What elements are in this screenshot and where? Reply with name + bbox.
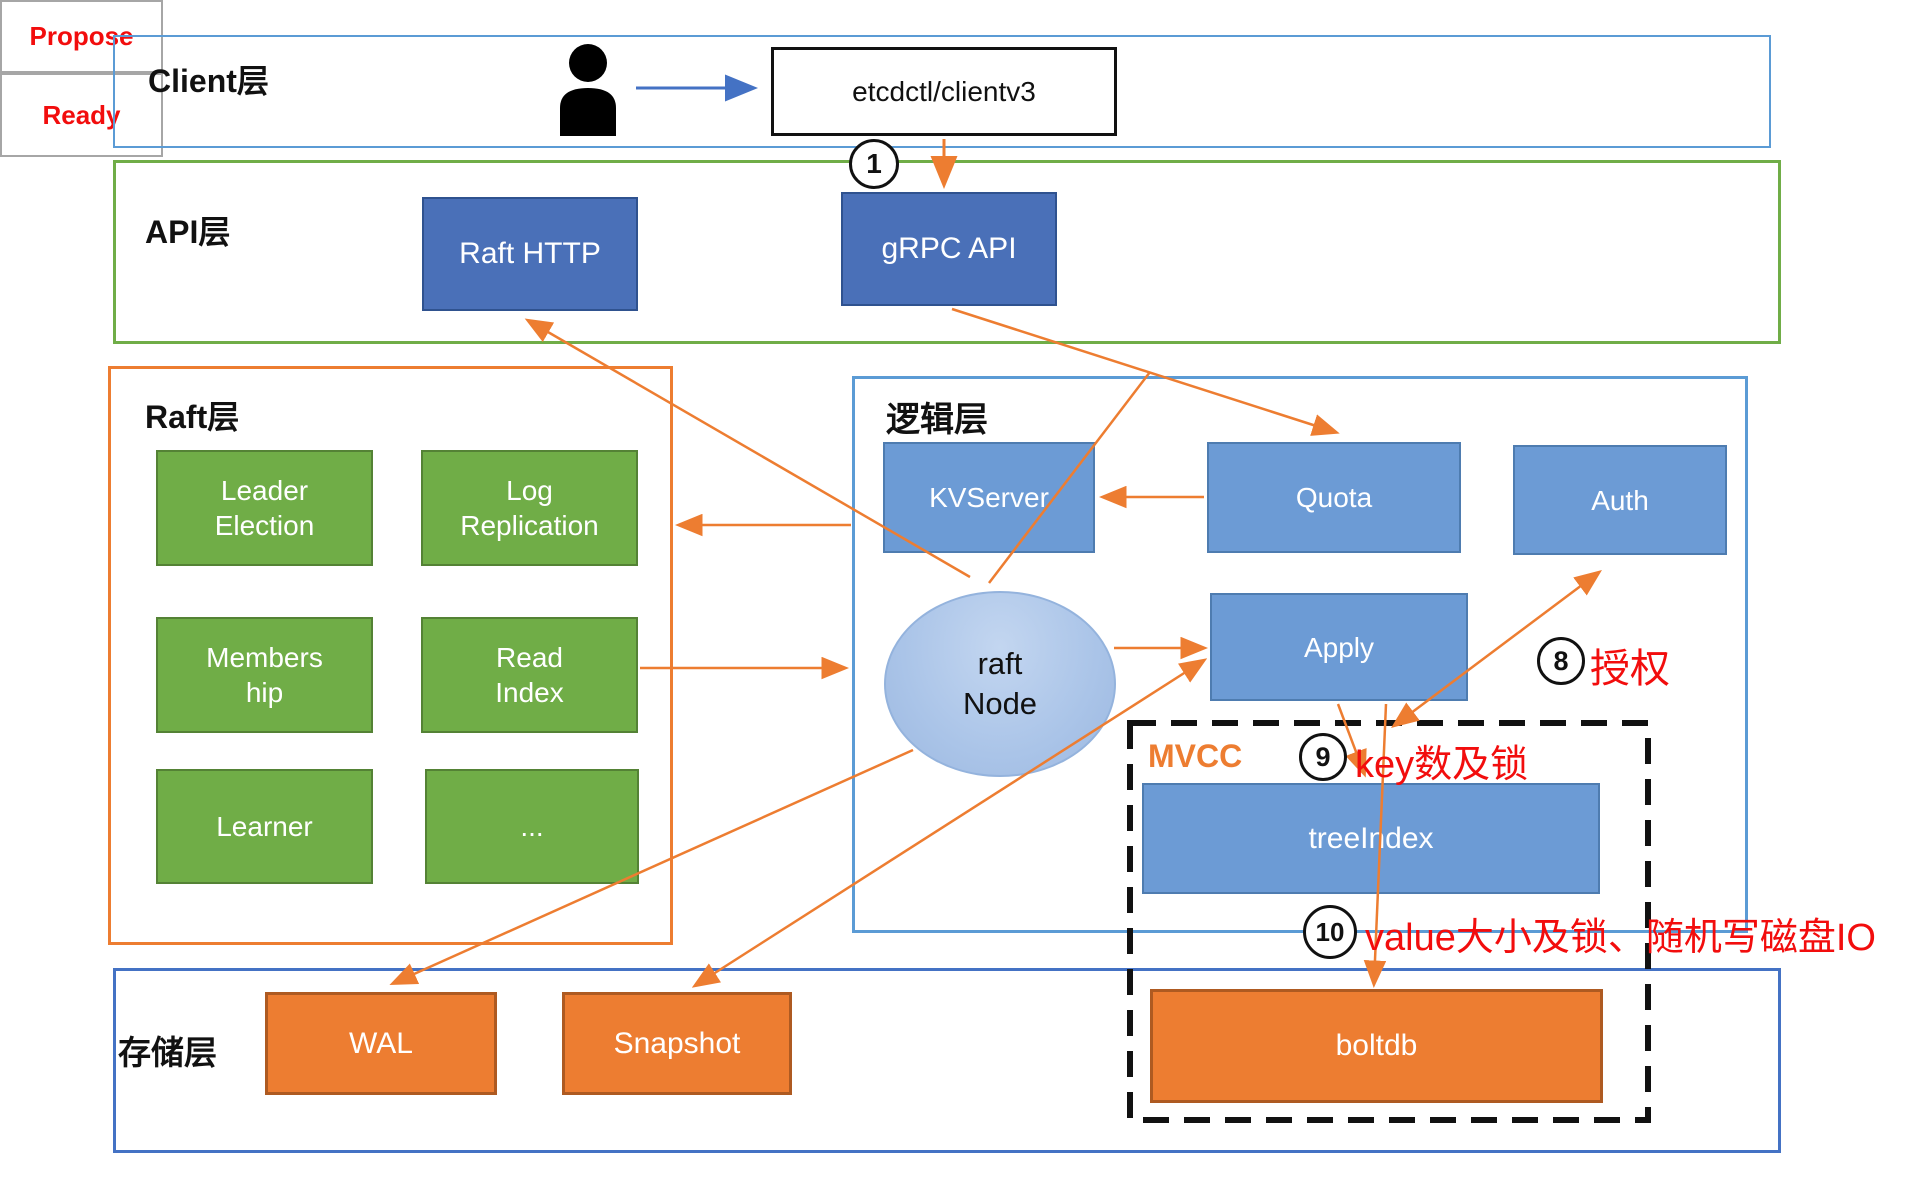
more-box: ... (425, 769, 639, 884)
wal-box: WAL (265, 992, 497, 1095)
step1-circle: 1 (849, 139, 899, 189)
auth-box: Auth (1513, 445, 1727, 555)
step10-circle: 10 (1303, 905, 1357, 959)
log-replication-box: Log Replication (421, 450, 638, 566)
user-icon (552, 42, 624, 141)
log-replication-label: Log Replication (460, 475, 599, 541)
grpc-api-box: gRPC API (841, 192, 1057, 306)
storage-layer-title: 存储层 (118, 1034, 217, 1071)
step9-circle: 9 (1299, 733, 1347, 781)
leader-election-label: Leader Election (214, 475, 315, 541)
api-layer-title: API层 (145, 214, 231, 250)
raft-http-box: Raft HTTP (422, 197, 638, 311)
step8-circle: 8 (1537, 637, 1585, 685)
leader-election-box: Leader Election (156, 450, 373, 566)
ready-label: Ready (42, 99, 121, 130)
read-index-label: Read Index (495, 642, 564, 708)
etcdctl-clientv3-box: etcdctl/clientv3 (771, 47, 1117, 136)
quota-box: Quota (1207, 442, 1461, 553)
kvserver-box: KVServer (883, 442, 1095, 553)
read-index-box: Read Index (421, 617, 638, 733)
step8-text: 授权 (1590, 647, 1670, 691)
treeindex-box: treeIndex (1142, 783, 1600, 894)
client-layer-title: Client层 (148, 63, 269, 99)
raft-node-label-line1: raft (977, 645, 1023, 681)
membership-box: Members hip (156, 617, 373, 733)
snapshot-box: Snapshot (562, 992, 792, 1095)
logic-layer-title: 逻辑层 (886, 401, 988, 439)
raft-node-ellipse: raft Node (884, 591, 1116, 777)
client-layer-frame (113, 35, 1771, 148)
ready-label-box: Ready (0, 73, 163, 157)
step9-text: key数及锁 (1355, 744, 1529, 786)
raft-node-label-line2: Node (962, 686, 1038, 721)
learner-box: Learner (156, 769, 373, 884)
step10-text: value大小及锁、随机写磁盘IO (1365, 917, 1876, 959)
raft-layer-frame (108, 366, 673, 945)
apply-box: Apply (1210, 593, 1468, 701)
mvcc-label: MVCC (1148, 738, 1243, 774)
raft-layer-title: Raft层 (145, 399, 240, 435)
membership-label: Members hip (206, 642, 323, 708)
boltdb-box: boltdb (1150, 989, 1603, 1103)
